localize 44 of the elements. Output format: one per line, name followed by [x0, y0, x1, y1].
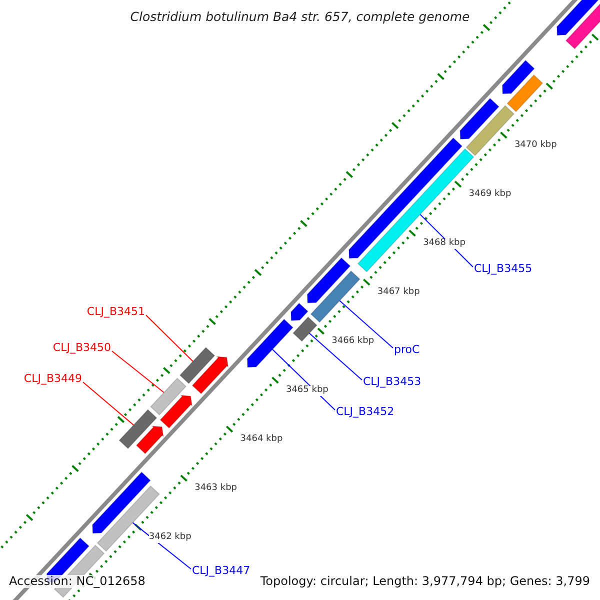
- scale-label: 3464 kbp: [240, 435, 283, 446]
- gene-feature: [136, 426, 164, 454]
- leader-line: [272, 348, 336, 410]
- gene-block: [466, 104, 515, 156]
- leader-line: [112, 350, 164, 393]
- gene-label: CLJ_B3453: [363, 376, 422, 388]
- gene-block: [118, 408, 158, 450]
- gene-label: CLJ_B3447: [192, 565, 250, 578]
- scale-label: 3463 kbp: [194, 484, 237, 494]
- gene-block: [179, 346, 216, 384]
- scale-label: 3470 kbp: [514, 141, 557, 152]
- accession-text: Accession: NC_012658: [9, 575, 146, 588]
- gene-label: CLJ_B3450: [52, 342, 111, 354]
- scale-label: 3465 kbp: [286, 386, 328, 396]
- gene-feature: [192, 356, 229, 394]
- gene-label: CLJ_B3449: [24, 373, 82, 386]
- gene-feature: [556, 0, 600, 36]
- leader-line: [146, 314, 194, 362]
- gene-label: CLJ_B3451: [86, 306, 145, 318]
- scale-label: 3466 kbp: [332, 337, 374, 348]
- leader-line: [339, 300, 394, 348]
- gene-feature: [290, 302, 309, 321]
- scale-label: 3462 kbp: [148, 533, 192, 544]
- gene-feature: [306, 257, 351, 304]
- scale-label: 3468 kbp: [423, 239, 466, 250]
- gene-feature: [348, 137, 463, 259]
- gene-feature: [246, 318, 294, 368]
- gene-feature: [160, 394, 193, 429]
- genome-summary: Topology: circular; Length: 3,977,794 bp; Genes: 3,799: [260, 575, 590, 588]
- gene-feature: [460, 98, 500, 140]
- scale-label: 3467 kbp: [377, 288, 420, 298]
- leader-line: [308, 332, 362, 380]
- genome-title: Clostridium botulinum Ba4 str. 657, complete genome: [129, 10, 471, 24]
- gene-block: [292, 316, 318, 342]
- gene-feature: [92, 471, 152, 534]
- scale-label: 3469 kbp: [468, 190, 512, 200]
- gene-label: CLJ_B3452: [336, 406, 394, 418]
- gene-feature: [502, 60, 536, 94]
- gene-block: [310, 270, 361, 323]
- gene-label: proC: [394, 344, 420, 356]
- gene-block: [150, 378, 187, 416]
- gene-label: CLJ_B3455: [474, 263, 532, 276]
- leader-line: [132, 522, 192, 570]
- gene-block: [506, 74, 544, 112]
